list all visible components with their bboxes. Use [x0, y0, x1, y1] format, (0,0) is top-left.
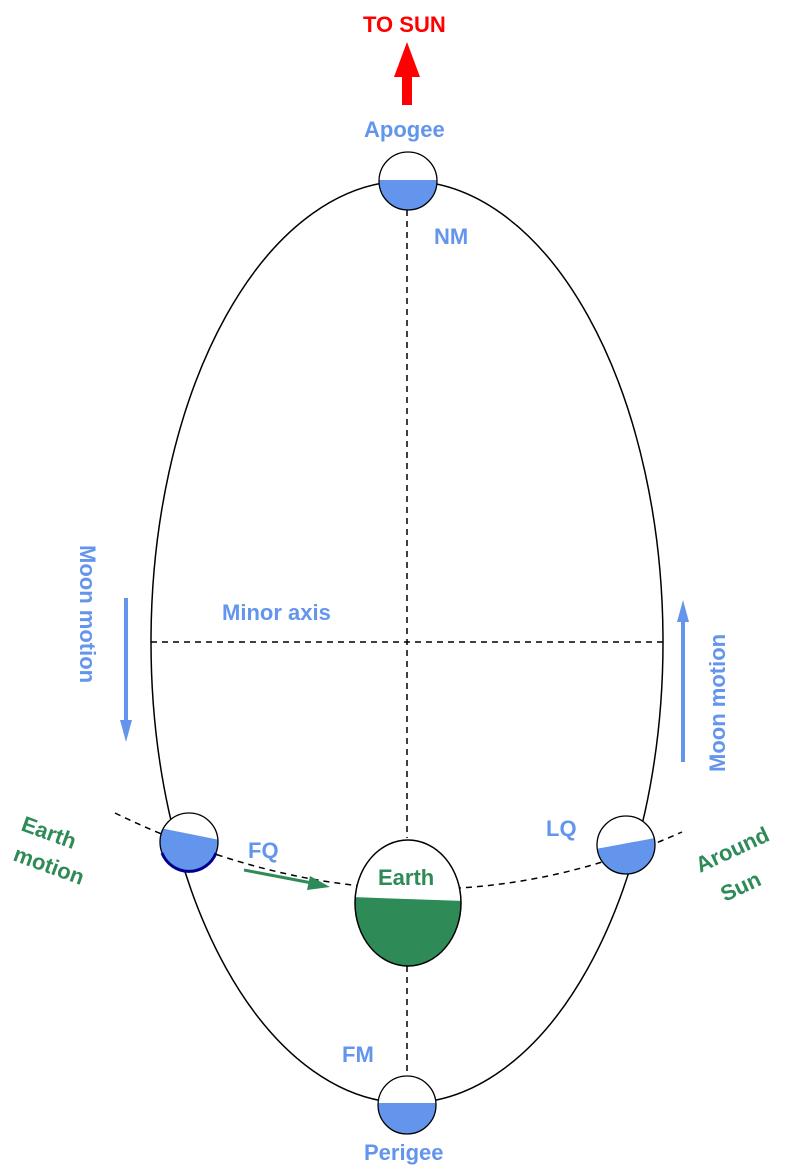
around-sun-label-line2: Sun — [717, 866, 765, 906]
moon-first-quarter — [159, 812, 219, 873]
moon-motion-up-arrow — [677, 600, 689, 762]
earth-motion-label-line2: motion — [10, 841, 87, 890]
moon-motion-down-arrow — [120, 598, 132, 742]
moon-motion-right-label: Moon motion — [705, 634, 730, 772]
moon-last-quarter — [596, 815, 656, 875]
moon-motion-left-label: Moon motion — [75, 545, 100, 683]
new-moon-label: NM — [434, 224, 468, 249]
first-quarter-label: FQ — [248, 838, 279, 863]
sun-arrow — [394, 42, 420, 105]
moon-new-moon — [378, 151, 438, 211]
around-sun-label-line1: Around — [692, 822, 773, 878]
minor-axis-label: Minor axis — [222, 600, 331, 625]
moon-full-moon — [377, 1075, 437, 1135]
perigee-label: Perigee — [364, 1140, 444, 1165]
apogee-label: Apogee — [364, 117, 445, 142]
last-quarter-label: LQ — [546, 816, 577, 841]
earth-label: Earth — [378, 865, 434, 890]
full-moon-label: FM — [342, 1042, 374, 1067]
earth-globe — [354, 839, 462, 967]
earth-motion-arrow — [243, 868, 330, 890]
to-sun-label: TO SUN — [363, 12, 446, 37]
